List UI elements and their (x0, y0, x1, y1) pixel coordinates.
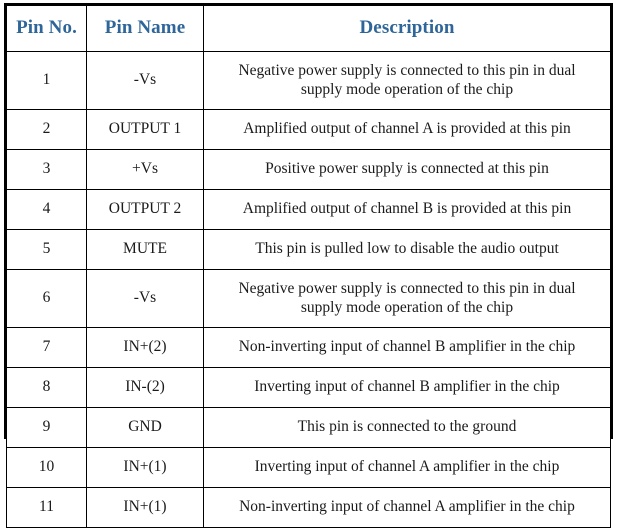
cell-pin-name: +Vs (86, 149, 204, 190)
column-header-pin-name: Pin Name (86, 5, 204, 52)
cell-pin-name: GND (86, 407, 204, 448)
table-row: 1-Vs Negative power supply is connected t… (6, 51, 611, 110)
column-header-description: Description (203, 5, 611, 52)
cell-pin-name: MUTE (86, 229, 204, 270)
description-line: Amplified output of channel A is provide… (243, 120, 571, 138)
cell-pin-no: 6 (6, 269, 87, 328)
cell-pin-no: 7 (6, 327, 87, 368)
table-row: 3+Vs Positive power supply is connected a… (6, 149, 611, 190)
cell-description: Non-inverting input of channel A amplifi… (203, 487, 611, 528)
description-line: Positive power supply is connected at th… (265, 160, 549, 178)
cell-description: Amplified output of channel B is provide… (203, 189, 611, 230)
cell-description: Inverting input of channel B amplifier i… (203, 367, 611, 408)
cell-description: Non-inverting input of channel B amplifi… (203, 327, 611, 368)
cell-pin-no: 1 (6, 51, 87, 110)
cell-pin-name: -Vs (86, 51, 204, 110)
cell-pin-no: 10 (6, 447, 87, 488)
table-header-row: Pin No. Pin Name Description (6, 5, 611, 52)
cell-description: This pin is connected to the ground (203, 407, 611, 448)
cell-pin-no: 2 (6, 109, 87, 150)
description-line: Inverting input of channel A amplifier i… (254, 458, 560, 476)
cell-pin-no: 4 (6, 189, 87, 230)
description-line: Negative power supply is connected to th… (238, 279, 576, 297)
cell-description: Positive power supply is connected at th… (203, 149, 611, 190)
description-line: Inverting input of channel B amplifier i… (254, 378, 560, 396)
cell-description: This pin is pulled low to disable the au… (203, 229, 611, 270)
column-header-pin-no: Pin No. (6, 5, 87, 52)
cell-description: Negative power supply is connected to th… (203, 51, 611, 110)
cell-pin-name: OUTPUT 1 (86, 109, 204, 150)
cell-pin-no: 5 (6, 229, 87, 270)
table-header: Pin No. Pin Name Description (6, 5, 611, 52)
cell-pin-no: 11 (6, 487, 87, 528)
description-line: This pin is connected to the ground (297, 418, 517, 436)
description-line: Non-inverting input of channel A amplifi… (239, 498, 575, 516)
cell-pin-no: 3 (6, 149, 87, 190)
cell-description: Negative power supply is connected to th… (203, 269, 611, 328)
cell-pin-no: 9 (6, 407, 87, 448)
description-line: This pin is pulled low to disable the au… (255, 240, 559, 258)
description-line: Non-inverting input of channel B amplifi… (238, 338, 576, 356)
cell-description: Inverting input of channel A amplifier i… (203, 447, 611, 488)
table-row: 6-Vs Negative power supply is connected t… (6, 269, 611, 328)
cell-description: Amplified output of channel A is provide… (203, 109, 611, 150)
cell-pin-name: IN+(1) (86, 447, 204, 488)
cell-pin-name: IN+(1) (86, 487, 204, 528)
description-line: supply mode operation of the chip (300, 80, 514, 98)
cell-pin-name: IN-(2) (86, 367, 204, 408)
description-line: Negative power supply is connected to th… (238, 61, 576, 79)
description-line: Amplified output of channel B is provide… (242, 200, 572, 218)
cell-pin-no: 8 (6, 367, 87, 408)
cell-pin-name: OUTPUT 2 (86, 189, 204, 230)
cell-pin-name: IN+(2) (86, 327, 204, 368)
description-line: supply mode operation of the chip (300, 298, 514, 316)
cell-pin-name: -Vs (86, 269, 204, 328)
